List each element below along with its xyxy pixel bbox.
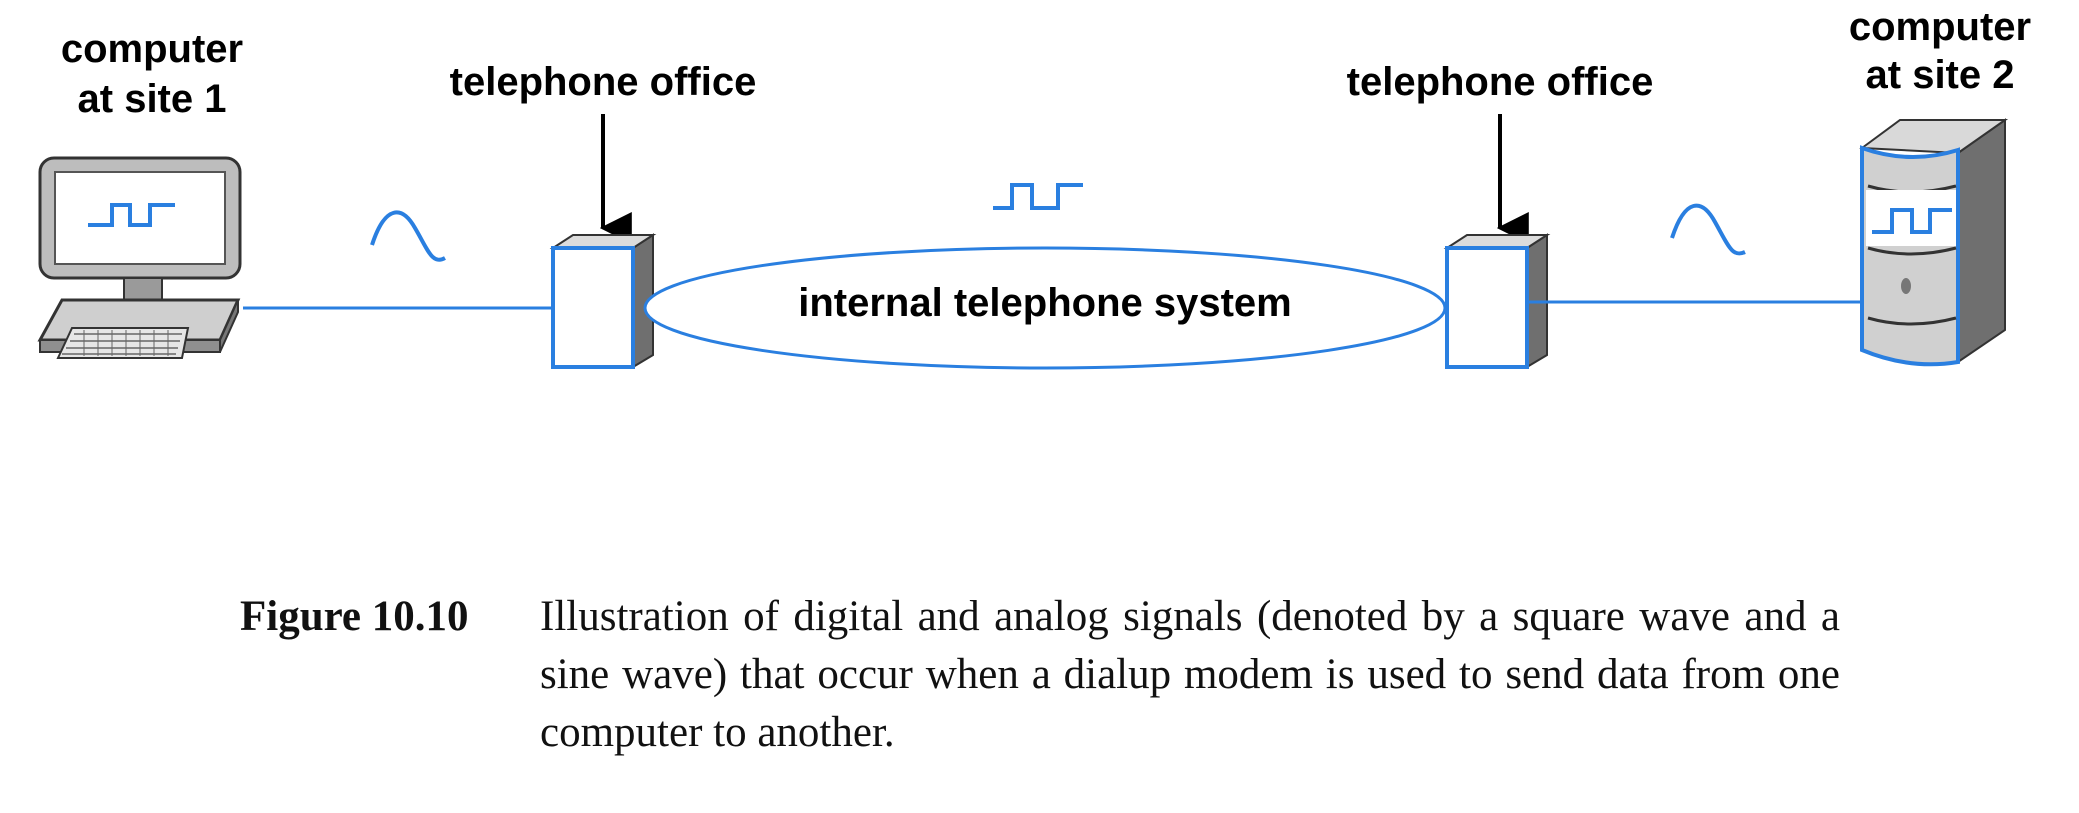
office-right-label: telephone office (1347, 60, 1654, 104)
site2-label-line2: at site 2 (1866, 53, 2015, 97)
tower-computer-icon (1859, 118, 2009, 367)
figure-caption: Figure 10.10 Illustration of digital and… (240, 588, 1840, 762)
tower-square-wave-icon (1872, 208, 1952, 234)
desktop-computer-icon (37, 156, 242, 359)
telephone-office-left-icon (549, 233, 657, 369)
caption-text: Illustration of digital and analog signa… (540, 593, 1840, 756)
sine-wave-right-icon (1670, 203, 1746, 256)
site1-label-line1: computer (61, 27, 243, 71)
square-wave-top-icon (993, 183, 1083, 210)
site1-label-line2: at site 1 (78, 77, 227, 121)
cloud-label: internal telephone system (798, 281, 1291, 325)
office-left-label: telephone office (450, 60, 757, 104)
telephone-office-right-icon (1443, 233, 1551, 369)
screen-square-wave-icon (88, 203, 175, 227)
sine-wave-left-icon (370, 210, 446, 262)
caption-label: Figure 10.10 (240, 593, 469, 640)
site2-label-line1: computer (1849, 5, 2031, 49)
